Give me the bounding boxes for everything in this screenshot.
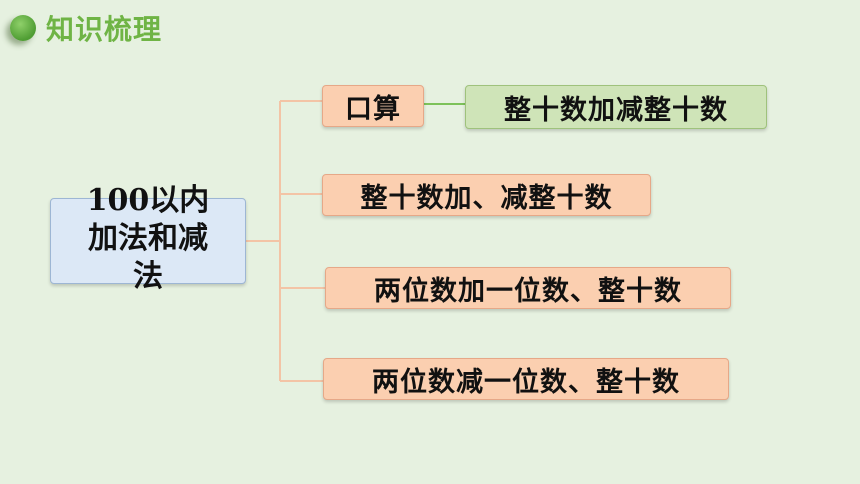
green-dot-icon <box>10 15 36 41</box>
leaf-node: 整十数加减整十数 <box>465 85 767 129</box>
branch-node-sub-two-digit: 两位数减一位数、整十数 <box>323 358 729 400</box>
root-line-2: 加法和减 <box>88 221 208 256</box>
section-title: 知识梳理 <box>46 13 163 46</box>
branch-node-tens: 整十数加、减整十数 <box>322 174 651 216</box>
root-node: 100以内 加法和减 法 <box>50 183 246 294</box>
branch-node-mental-math: 口算 <box>322 85 424 127</box>
root-line-3: 法 <box>133 259 163 294</box>
root-line-1: 100以内 <box>86 183 210 218</box>
section-header: 知识梳理 <box>10 8 162 48</box>
branch-node-add-two-digit: 两位数加一位数、整十数 <box>325 267 731 309</box>
